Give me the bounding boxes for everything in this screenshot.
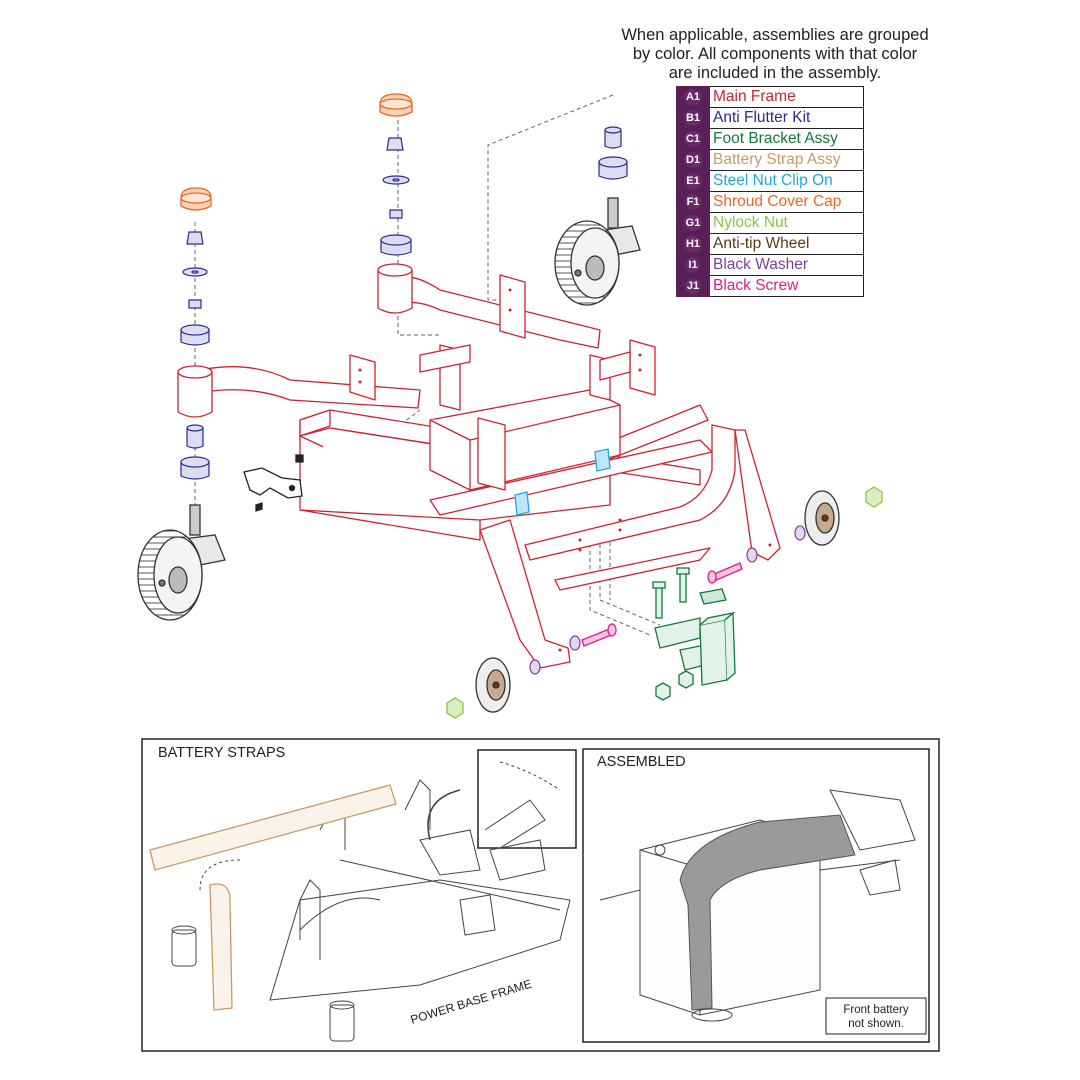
front-battery-note-line-1: Front battery xyxy=(843,1004,908,1016)
assembly-color-note: When applicable, assemblies are grouped … xyxy=(590,26,960,83)
battery-straps-caption: BATTERY STRAPS xyxy=(158,745,285,761)
strap-detail-inset xyxy=(484,761,561,849)
anti-tip-wheel-right xyxy=(804,490,840,546)
legend-code: C1 xyxy=(676,128,710,150)
legend-label: Anti Flutter Kit xyxy=(709,107,864,129)
anti-tip-wheel-left xyxy=(475,657,511,713)
castor-wheel-right xyxy=(554,197,641,306)
legend-code: H1 xyxy=(676,233,710,255)
legend-label: Black Washer xyxy=(709,254,864,276)
assembled-view xyxy=(599,789,916,1022)
nylock-nuts xyxy=(446,486,883,719)
frame-holes xyxy=(358,288,772,652)
legend-label: Shroud Cover Cap xyxy=(709,191,864,213)
battery-strap-long xyxy=(149,784,397,1011)
legend-label: Foot Bracket Assy xyxy=(709,128,864,150)
legend-label: Steel Nut Clip On xyxy=(709,170,864,192)
legend-code: I1 xyxy=(676,254,710,276)
battery-straps-view xyxy=(171,779,571,1042)
legend-label: Anti-tip Wheel xyxy=(709,233,864,255)
legend-label: Nylock Nut xyxy=(709,212,864,234)
anti-flutter-kit-right xyxy=(380,126,628,256)
side-bracket xyxy=(243,454,304,512)
legend-code: B1 xyxy=(676,107,710,129)
legend-code: A1 xyxy=(676,86,710,108)
legend-label: Main Frame xyxy=(709,86,864,108)
assembly-guide-lines xyxy=(194,94,661,636)
front-battery-note-box xyxy=(825,997,927,1035)
castor-wheel-left xyxy=(137,504,226,621)
legend-code: J1 xyxy=(676,275,710,297)
front-battery-note-line-2: not shown. xyxy=(848,1018,904,1030)
battery-strap-detail-box xyxy=(477,749,577,849)
power-base-frame-caption: POWER BASE FRAME xyxy=(409,977,534,1027)
shroud-cover-cap-left xyxy=(180,187,212,211)
assembled-battery-strap xyxy=(679,814,856,1011)
assembled-caption: ASSEMBLED xyxy=(597,754,686,770)
note-line-2: by color. All components with that color xyxy=(632,45,918,63)
note-line-3: are included in the assembly. xyxy=(668,64,882,82)
legend-code: E1 xyxy=(676,170,710,192)
legend-code: D1 xyxy=(676,149,710,171)
legend-label: Battery Strap Assy xyxy=(709,149,864,171)
legend-code: F1 xyxy=(676,191,710,213)
shroud-cover-cap-right xyxy=(379,93,413,117)
anti-flutter-kit-left xyxy=(180,231,210,480)
legend-code: G1 xyxy=(676,212,710,234)
lower-views-frame xyxy=(141,738,940,1052)
black-screws xyxy=(581,562,743,647)
steel-nut-clips xyxy=(514,448,611,516)
black-washers xyxy=(529,525,806,675)
legend-label: Black Screw xyxy=(709,275,864,297)
note-line-1: When applicable, assemblies are grouped xyxy=(621,26,929,44)
assembled-view-box xyxy=(582,748,930,1043)
main-frame xyxy=(177,263,781,669)
foot-bracket-assembly xyxy=(652,567,736,701)
